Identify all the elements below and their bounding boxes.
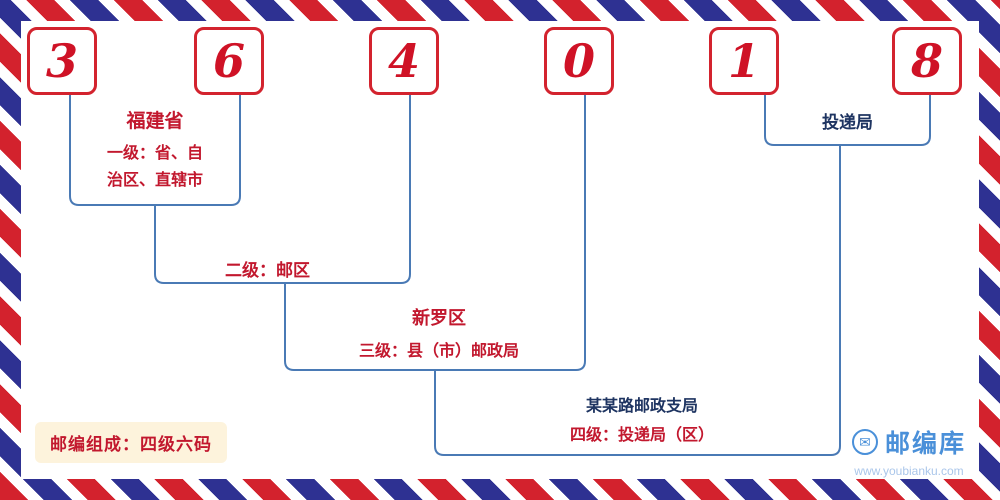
digit-box-2: 6 (194, 27, 264, 95)
level1-desc: 一级：省、自 治区、直辖市 (70, 140, 240, 194)
digit-box-4: 0 (544, 27, 614, 95)
brand-url[interactable]: www.youbianku.com (854, 464, 964, 478)
envelope-glyph: ✉ (859, 434, 871, 450)
digit-1: 3 (45, 34, 78, 88)
level2-desc: 二级：邮区 (225, 261, 310, 280)
brand-logo[interactable]: ✉ 邮编库 www.youbianku.com (851, 424, 966, 478)
level1-place-label: 福建省 (126, 111, 184, 132)
digit-box-1: 3 (27, 27, 97, 95)
digit-4: 0 (562, 34, 595, 88)
digit-3: 4 (387, 34, 420, 88)
level4-place-label: 某某路邮政支局 (585, 398, 698, 415)
digit-2: 6 (212, 34, 245, 88)
brand-logo-row: ✉ 邮编库 (851, 424, 966, 460)
level4-desc: 四级：投递局（区） (569, 427, 714, 444)
envelope-icon: ✉ (851, 429, 878, 455)
level1-desc-line1: 一级：省、自 (106, 145, 203, 162)
digit-box-6: 8 (892, 27, 962, 95)
brand-name: 邮编库 (884, 430, 966, 458)
composition-badge: 邮编组成：四级六码 (35, 422, 227, 463)
level3-desc: 三级：县（市）邮政局 (358, 343, 519, 360)
delivery-office-label: 投递局 (822, 113, 873, 132)
level3-place-label: 新罗区 (412, 308, 466, 328)
digit-6: 8 (910, 34, 943, 88)
level1-desc-line2: 治区、直辖市 (106, 172, 203, 189)
digit-5: 1 (727, 34, 760, 88)
digit-box-5: 1 (709, 27, 779, 95)
digit-box-3: 4 (369, 27, 439, 95)
